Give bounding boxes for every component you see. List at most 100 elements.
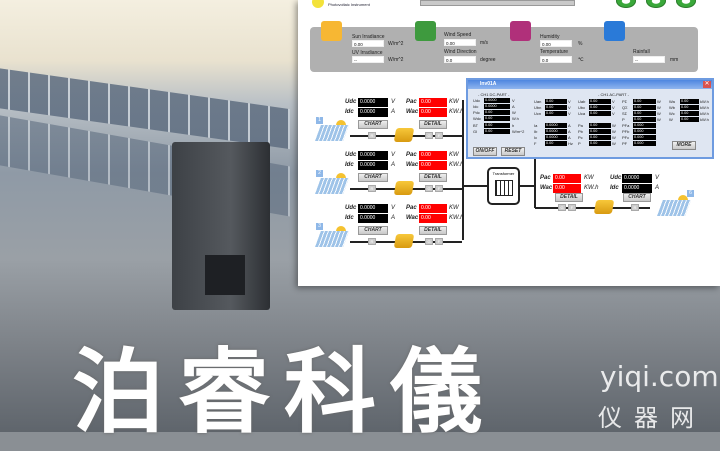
dialog-field-value: 0.00 xyxy=(545,99,567,104)
chart-button[interactable]: CHART xyxy=(358,226,388,235)
g-indicator: G xyxy=(425,132,433,139)
idc-value: 0.0000 xyxy=(622,184,652,193)
pac-label: Pac xyxy=(406,152,417,158)
dialog-field-value: 0.00 xyxy=(545,111,567,116)
dialog-field-value: 0.00 xyxy=(484,123,510,128)
dialog-field-value: 0.000 xyxy=(633,123,656,128)
dialog-field-label: Ic xyxy=(534,135,538,140)
inverter-icon[interactable] xyxy=(393,181,415,195)
udc-label: Udc xyxy=(345,99,357,105)
dialog-field-unit: A xyxy=(568,129,571,134)
dialog-field-value: 0.00 xyxy=(484,116,510,121)
toolbar-round-button[interactable] xyxy=(676,0,696,8)
idc-label: Idc xyxy=(345,109,354,115)
transformer[interactable]: Transformer xyxy=(487,167,520,205)
weather-panel: Sun Irradiance 0.00 W/m^2 UV Irradiance … xyxy=(310,21,698,72)
dialog-field-value: 0.00 xyxy=(484,129,510,134)
dialog-field-unit: kW.h xyxy=(700,99,709,104)
close-icon[interactable]: ✕ xyxy=(703,81,711,88)
reset-button[interactable]: RESET xyxy=(501,147,525,156)
wac-value: 0.00 xyxy=(419,214,447,223)
dialog-field-value: 0.000 xyxy=(633,129,656,134)
dialog-field-value: 0.0000 xyxy=(545,135,567,140)
dialog-field-value: 0.00 xyxy=(545,141,567,146)
more-button[interactable]: MORE xyxy=(672,141,696,150)
unit: W/m^2 xyxy=(388,57,404,63)
dialog-field-unit: W xyxy=(512,110,516,115)
dialog-field-value: 0.00 xyxy=(680,111,699,116)
dialog-field-value: 0.00 xyxy=(633,117,656,122)
humidity-icon xyxy=(510,21,531,41)
udc-value: 0.0000 xyxy=(358,98,388,107)
transformer-icon xyxy=(494,180,513,196)
dialog-field-unit: W xyxy=(657,117,661,122)
bus-line xyxy=(534,155,536,208)
solar-panel-icon xyxy=(315,125,349,141)
chart-button[interactable]: CHART xyxy=(358,120,388,129)
humidity-field: 0.00 xyxy=(540,40,572,47)
dc-part-header: - CH1 DC-PART - xyxy=(478,92,510,97)
detail-button[interactable]: DETAIL xyxy=(419,173,447,182)
sun-irradiance-field: 0.00 xyxy=(352,40,384,47)
sun-icon xyxy=(321,21,342,41)
detail-button[interactable]: DETAIL xyxy=(419,226,447,235)
dialog-field-value: 0.00 xyxy=(589,105,611,110)
dialog-field-value: 0.00 xyxy=(633,99,656,104)
dialog-field-value: 0.000 xyxy=(633,141,656,146)
wind-direction-label: Wind Direction xyxy=(444,49,477,55)
unit: KW xyxy=(449,99,459,105)
idc-label: Idc xyxy=(610,185,619,191)
dialog-field-label: W xyxy=(669,117,673,122)
dialog-field-value: 0.0000 xyxy=(484,104,510,109)
dialog-field-label: Udc xyxy=(473,98,481,103)
g-indicator: G xyxy=(558,204,566,211)
inverter-icon[interactable] xyxy=(593,200,615,214)
chart-button[interactable]: CHART xyxy=(358,173,388,182)
toolbar-round-button[interactable] xyxy=(616,0,636,8)
unit: W/m^2 xyxy=(388,41,404,47)
dialog-field-unit: W xyxy=(657,105,661,110)
detail-button[interactable]: DETAIL xyxy=(555,193,583,202)
g-indicator: G xyxy=(425,238,433,245)
dialog-field-label: P xyxy=(622,117,625,122)
ac-part-header: - CH1 AC-PART - xyxy=(598,92,629,97)
app-title-bar xyxy=(420,0,575,6)
dialog-field-value: 0.00 xyxy=(633,105,656,110)
dialog-field-unit: W xyxy=(612,123,616,128)
dialog-field-label: Ia xyxy=(534,123,538,128)
pac-label: Pac xyxy=(406,205,417,211)
dialog-field-value: 0.00 xyxy=(484,110,510,115)
r-indicator: R xyxy=(368,132,376,139)
unit: A xyxy=(655,185,660,191)
wind-direction-field: 0.0 xyxy=(444,56,476,63)
toolbar-round-button[interactable] xyxy=(646,0,666,8)
dialog-field-unit: V xyxy=(568,105,571,110)
bus-line xyxy=(462,100,464,240)
dialog-field-label: Idc xyxy=(473,104,479,109)
on-off-button[interactable]: ON/OFF xyxy=(473,147,497,156)
humidity-label: Humidity xyxy=(540,34,560,40)
wac-label: Wac xyxy=(406,215,419,221)
pac-value: 0.00 xyxy=(553,174,581,183)
dialog-field-unit: V xyxy=(612,99,615,104)
dialog-field-value: 0.0000 xyxy=(545,129,567,134)
rain-icon xyxy=(604,21,625,41)
pac-value: 0.00 xyxy=(419,98,447,107)
inverter-icon[interactable] xyxy=(393,128,415,142)
idc-value: 0.0000 xyxy=(358,161,388,170)
dialog-field-unit: A xyxy=(512,104,515,109)
string-number-badge: 1 xyxy=(316,117,323,124)
unit: % xyxy=(578,41,583,47)
unit: V xyxy=(391,99,396,105)
sun-irradiance-label: Sun Irradiance xyxy=(352,34,385,40)
dialog-field-label: Wc xyxy=(669,111,675,116)
inverter-icon[interactable] xyxy=(393,234,415,248)
dialog-field-label: Pdc xyxy=(473,110,480,115)
dialog-field-value: 0.00 xyxy=(589,141,611,146)
wac-value: 0.00 xyxy=(553,184,581,193)
chart-button[interactable]: CHART xyxy=(623,193,651,202)
detail-button[interactable]: DETAIL xyxy=(419,120,447,129)
unit: A xyxy=(391,109,396,115)
dialog-title: Inv01A xyxy=(468,80,712,89)
unit: KW xyxy=(449,152,459,158)
